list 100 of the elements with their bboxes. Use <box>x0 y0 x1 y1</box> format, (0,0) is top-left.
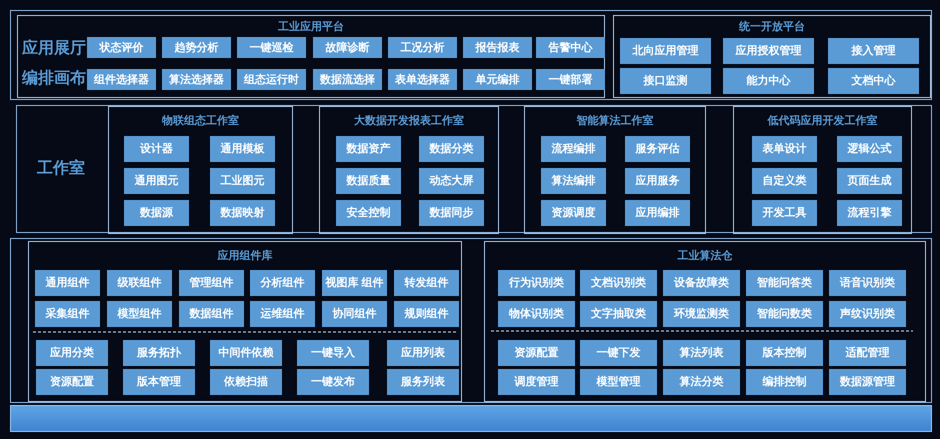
module-box: 语音识别类 <box>829 270 906 296</box>
base-bar <box>10 405 932 432</box>
module-box: 报告报表 <box>463 37 532 58</box>
module-box: 表单设计 <box>752 136 817 162</box>
module-box: 页面生成 <box>837 168 902 194</box>
module-box: 一键部署 <box>536 69 605 90</box>
module-box: 一键发布 <box>297 369 369 395</box>
module-box: 应用列表 <box>387 340 459 366</box>
platform-panel <box>733 106 912 234</box>
panel-title: 统一开放平台 <box>739 20 805 34</box>
module-box: 一键下发 <box>580 340 657 366</box>
module-box: 通用图元 <box>124 168 189 194</box>
module-box: 版本管理 <box>123 369 195 395</box>
module-box: 资源配置 <box>498 340 575 366</box>
module-box: 数据组件 <box>179 301 244 327</box>
panel-title: 大数据开发报表工作室 <box>354 114 464 128</box>
module-box: 数据质量 <box>336 168 401 194</box>
platform-panel <box>108 106 293 234</box>
section-frame <box>10 10 932 100</box>
panel-title: 物联组态工作室 <box>162 114 239 128</box>
module-box: 智能问答类 <box>746 270 823 296</box>
module-box: 算法列表 <box>663 340 740 366</box>
module-box: 应用编排 <box>625 200 690 226</box>
module-box: 采集组件 <box>35 301 100 327</box>
module-box: 工况分析 <box>388 37 457 58</box>
platform-panel <box>613 15 931 98</box>
module-box: 告警中心 <box>536 37 605 58</box>
module-box: 数据分类 <box>419 136 484 162</box>
panel-title: 工业算法仓 <box>678 248 732 263</box>
module-box: 级联组件 <box>107 270 172 296</box>
module-box: 管理组件 <box>179 270 244 296</box>
module-box: 声纹识别类 <box>829 301 906 327</box>
module-box: 组态运行时 <box>237 69 306 90</box>
module-box: 逻辑公式 <box>837 136 902 162</box>
module-box: 通用组件 <box>35 270 100 296</box>
module-box: 编排控制 <box>746 369 823 395</box>
module-box: 分析组件 <box>250 270 315 296</box>
module-box: 一键巡检 <box>237 37 306 58</box>
module-box: 接口监测 <box>620 68 711 94</box>
module-box: 流程引擎 <box>837 200 902 226</box>
module-box: 适配管理 <box>829 340 906 366</box>
platform-panel <box>524 106 706 234</box>
module-box: 智能问数类 <box>746 301 823 327</box>
module-box: 设备故障类 <box>663 270 740 296</box>
module-box: 服务列表 <box>387 369 459 395</box>
platform-panel <box>319 106 499 234</box>
module-box: 数据映射 <box>210 200 275 226</box>
module-box: 状态评价 <box>87 37 156 58</box>
module-box: 单元编排 <box>463 69 532 90</box>
panel-title: 智能算法工作室 <box>576 114 654 128</box>
module-box: 组件选择器 <box>87 69 156 90</box>
module-box: 数据流选择 <box>313 69 382 90</box>
module-box: 协同组件 <box>322 301 387 327</box>
module-box: 视图库 组件 <box>322 270 387 296</box>
module-box: 文档中心 <box>828 68 919 94</box>
module-box: 通用模板 <box>210 136 275 162</box>
module-box: 动态大屏 <box>419 168 484 194</box>
module-box: 文字抽取类 <box>580 301 657 327</box>
module-box: 表单选择器 <box>388 69 457 90</box>
module-box: 数据源管理 <box>829 369 906 395</box>
module-box: 服务评估 <box>625 136 690 162</box>
module-box: 数据源 <box>124 200 189 226</box>
module-box: 安全控制 <box>336 200 401 226</box>
module-box: 算法分类 <box>663 369 740 395</box>
panel-title: 低代码应用开发工作室 <box>768 114 878 128</box>
module-box: 模型管理 <box>580 369 657 395</box>
module-box: 依赖扫描 <box>210 369 282 395</box>
module-box: 数据资产 <box>336 136 401 162</box>
module-box: 环境监测类 <box>663 301 740 327</box>
module-box: 算法编排 <box>541 168 606 194</box>
module-box: 设计器 <box>124 136 189 162</box>
module-box: 资源调度 <box>541 200 606 226</box>
module-box: 算法选择器 <box>162 69 231 90</box>
module-box: 能力中心 <box>723 68 814 94</box>
module-box: 物体识别类 <box>498 301 575 327</box>
module-box: 调度管理 <box>498 369 575 395</box>
module-box: 工业图元 <box>210 168 275 194</box>
module-box: 应用授权管理 <box>723 38 814 64</box>
platform-panel <box>28 241 462 402</box>
module-box: 数据同步 <box>419 200 484 226</box>
module-box: 应用服务 <box>625 168 690 194</box>
module-box: 自定义类 <box>752 168 817 194</box>
module-box: 接入管理 <box>828 38 919 64</box>
section-heading: 工作室 <box>37 158 85 179</box>
module-box: 一键导入 <box>297 340 369 366</box>
module-box: 中间件依赖 <box>210 340 282 366</box>
module-box: 资源配置 <box>36 369 108 395</box>
platform-panel <box>17 15 605 98</box>
panel-title: 应用组件库 <box>218 248 272 263</box>
section-frame <box>10 238 932 403</box>
module-box: 规则组件 <box>394 301 459 327</box>
module-box: 应用分类 <box>36 340 108 366</box>
module-box: 模型组件 <box>107 301 172 327</box>
module-box: 北向应用管理 <box>620 38 711 64</box>
module-box: 故障诊断 <box>313 37 382 58</box>
module-box: 流程编排 <box>541 136 606 162</box>
module-box: 开发工具 <box>752 200 817 226</box>
module-box: 服务拓扑 <box>123 340 195 366</box>
module-box: 版本控制 <box>746 340 823 366</box>
section-heading: 应用展厅 <box>22 38 86 59</box>
